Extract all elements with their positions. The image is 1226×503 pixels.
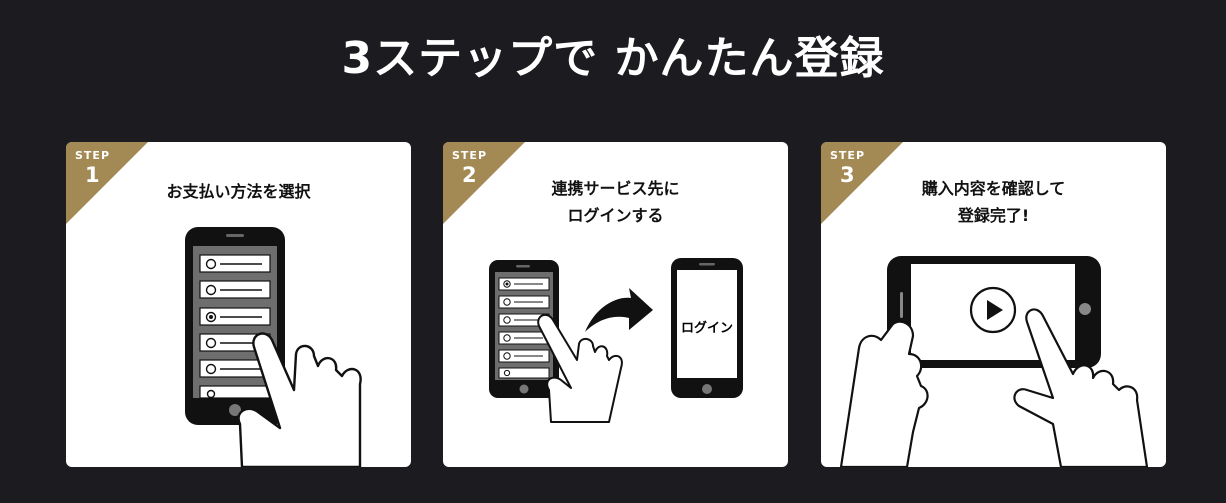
step-caption: お支払い方法を選択 bbox=[166, 182, 311, 201]
step-label: STEP bbox=[452, 149, 488, 162]
step-label: STEP bbox=[75, 149, 111, 162]
step-corner-badge bbox=[66, 142, 148, 224]
page-title: 3ステップで かんたん登録 bbox=[341, 33, 885, 84]
step-number: 2 bbox=[462, 163, 477, 187]
step-corner-badge bbox=[821, 142, 903, 224]
step-caption: 購入内容を確認して 登録完了! bbox=[921, 179, 1066, 225]
step-number: 3 bbox=[840, 163, 855, 187]
phone-select-payment-icon bbox=[185, 227, 362, 467]
phone-play-icon bbox=[839, 256, 1149, 467]
step-corner-badge bbox=[443, 142, 525, 224]
phone-login-icon: ログイン bbox=[489, 258, 743, 423]
login-screen-label: ログイン bbox=[681, 320, 733, 336]
step-number: 1 bbox=[85, 163, 100, 187]
step-card-2: STEP 2 連携サービス先に ログインする bbox=[443, 142, 788, 467]
step-card-3: STEP 3 購入内容を確認して 登録完了! bbox=[821, 142, 1166, 467]
step-label: STEP bbox=[830, 149, 866, 162]
step-caption: 連携サービス先に ログインする bbox=[551, 179, 680, 225]
step-card-1: STEP 1 お支払い方法を選択 bbox=[66, 142, 411, 467]
